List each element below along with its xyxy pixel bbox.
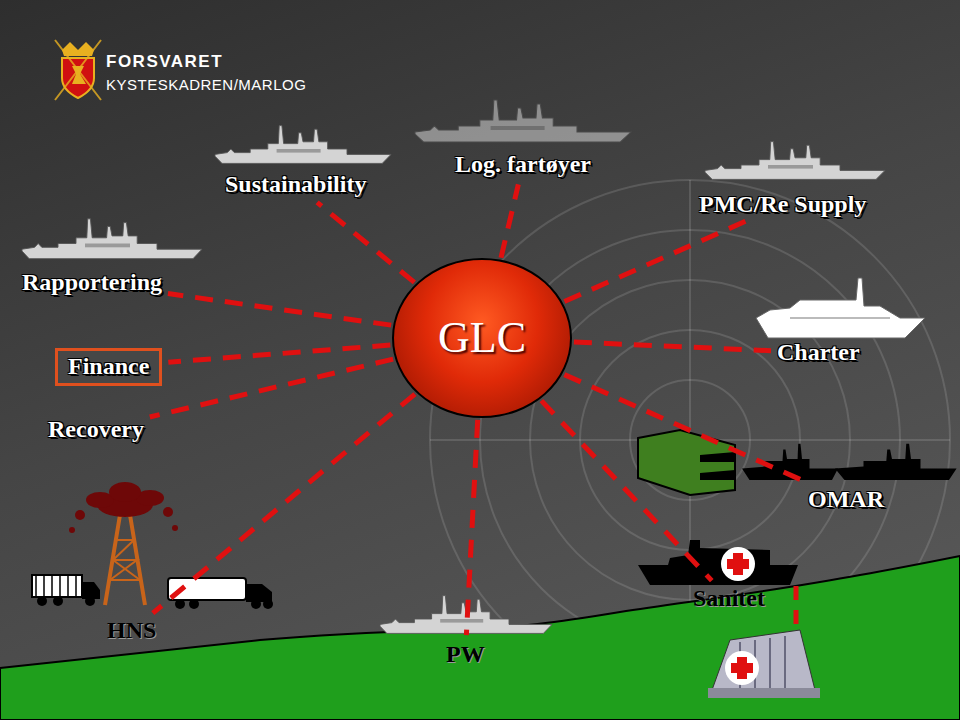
node-text: Recovery <box>48 416 144 444</box>
dashed-connector <box>501 184 518 257</box>
function-label: Sanitet <box>693 585 765 613</box>
function-label: HNS <box>107 617 156 645</box>
hospital-building <box>708 630 820 698</box>
node-text: OMAR <box>808 486 884 514</box>
node-text: Log. fartøyer <box>455 151 591 179</box>
logo-text: KYSTESKADREN/MARLOG <box>106 76 306 93</box>
truck-icon <box>168 578 273 609</box>
dashed-connector <box>564 221 746 301</box>
logo-emblem <box>55 40 101 100</box>
dashed-connector <box>168 345 390 362</box>
ship-icon <box>415 100 631 142</box>
ship-icon <box>705 142 885 180</box>
function-label: Charter <box>777 339 860 367</box>
dashed-connector <box>150 359 393 417</box>
ship-icon <box>835 444 957 480</box>
function-box: Finance <box>55 348 162 386</box>
dashed-connector <box>574 342 771 351</box>
function-label: Log. fartøyer <box>455 151 591 179</box>
omar-device <box>638 430 735 495</box>
function-label: Sustainability <box>225 171 366 199</box>
ground <box>0 556 960 720</box>
dashed-connector <box>466 420 477 635</box>
node-text: PW <box>446 641 485 669</box>
dashed-connector <box>168 294 391 326</box>
ship-icon <box>22 219 202 259</box>
ferry-icon <box>756 278 925 338</box>
node-text: HNS <box>107 617 156 645</box>
function-label: PW <box>446 641 485 669</box>
node-text: Rapportering <box>22 269 162 297</box>
oil-derrick <box>69 482 178 605</box>
ship-icon <box>215 126 391 164</box>
node-text: Sustainability <box>225 171 366 199</box>
function-label: Recovery <box>48 416 144 444</box>
node-text: PMC/Re Supply <box>699 191 866 219</box>
node-text: GLC <box>438 313 526 364</box>
node-text: Finance <box>68 353 149 381</box>
dashed-connector <box>317 202 414 282</box>
node-text: Charter <box>777 339 860 367</box>
dashed-connector <box>541 401 711 581</box>
hospital-ship <box>638 540 798 585</box>
hub-circle: GLC <box>392 258 572 418</box>
function-label: Rapportering <box>22 269 162 297</box>
dashed-connector <box>153 394 415 613</box>
node-text: Sanitet <box>693 585 765 613</box>
function-label: OMAR <box>808 486 884 514</box>
logo-text: FORSVARET <box>106 52 223 72</box>
truck-icon <box>32 575 100 606</box>
function-label: PMC/Re Supply <box>699 191 866 219</box>
dashed-connector <box>564 375 809 484</box>
